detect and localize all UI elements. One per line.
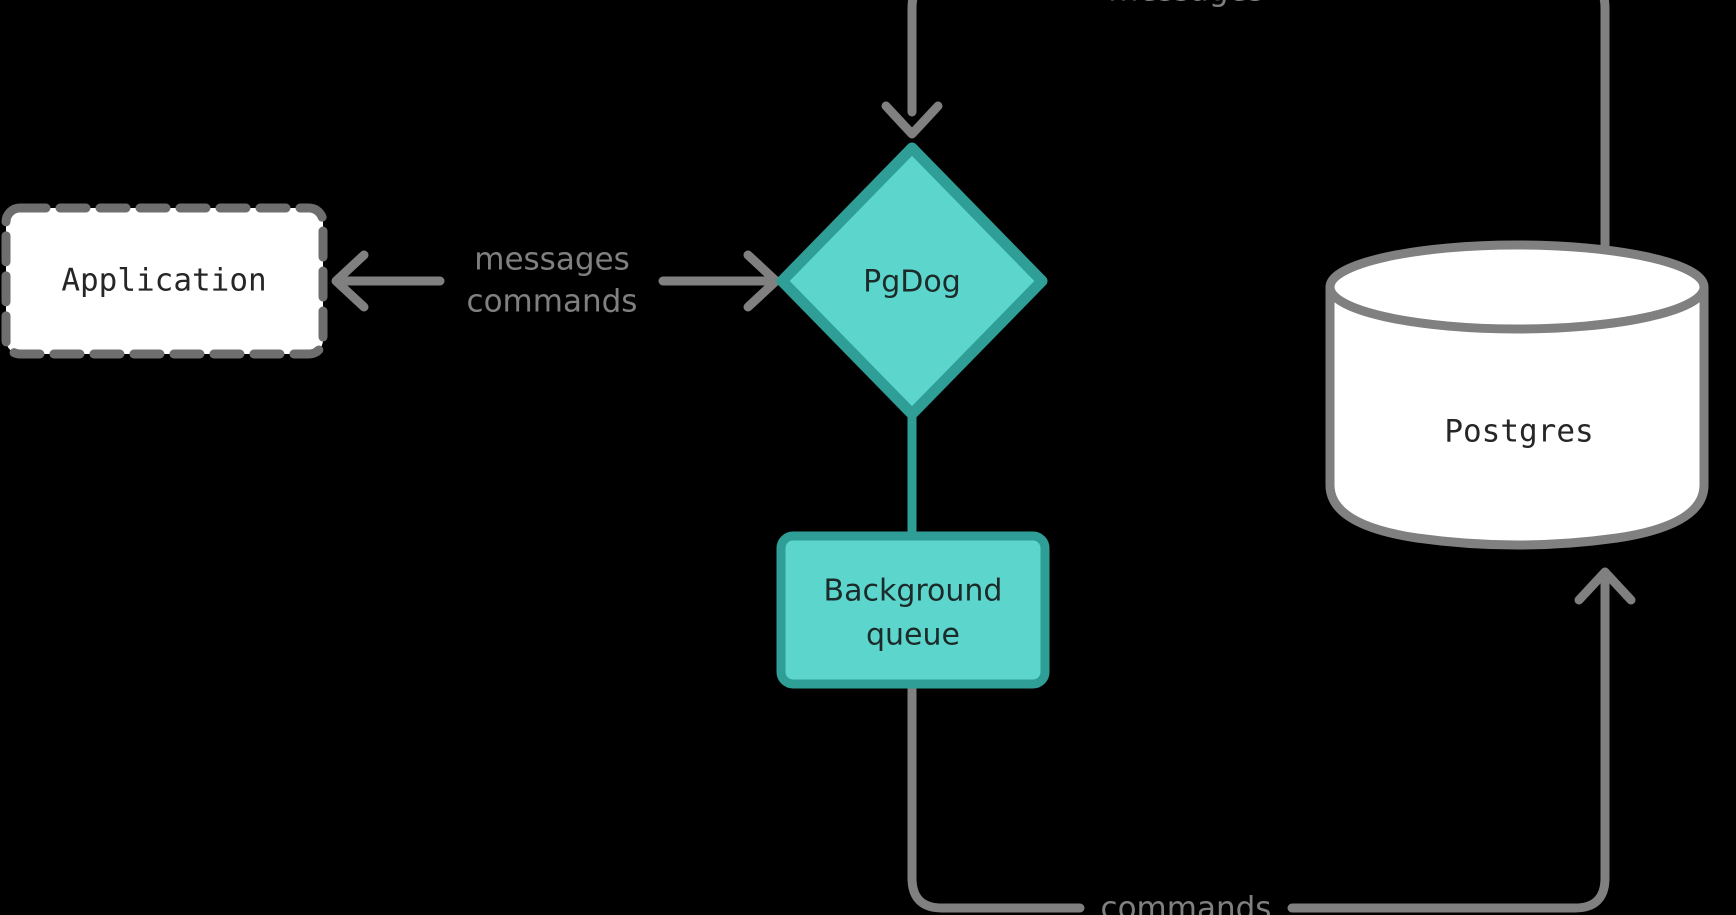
- arrowhead-left-icon: [331, 250, 369, 312]
- pgdog-label: PgDog: [863, 265, 961, 300]
- edge-line-right-segment: [1599, 0, 1610, 300]
- application-label: Application: [61, 263, 266, 299]
- edge-queue-to-postgres: [907, 567, 1636, 913]
- background-queue-label-line1: Background: [824, 574, 1003, 609]
- edge-label-queue-to-postgres: commands: [1101, 891, 1272, 915]
- edge-label-commands-bottom: commands: [1101, 891, 1272, 915]
- edge-label-messages-top: messages: [1108, 0, 1263, 9]
- edge-label-messages: messages: [474, 242, 629, 278]
- edge-line-bottom-right-segment: [1287, 573, 1610, 913]
- postgres-cylinder-top[interactable]: [1325, 240, 1709, 334]
- node-postgres[interactable]: Postgres: [1325, 240, 1709, 550]
- postgres-cylinder-body[interactable]: [1325, 287, 1709, 550]
- node-pgdog[interactable]: PgDog: [776, 142, 1048, 420]
- node-background-queue[interactable]: Background queue: [776, 531, 1050, 689]
- background-queue-box[interactable]: [776, 531, 1050, 689]
- pgdog-diamond[interactable]: [776, 142, 1048, 420]
- edge-application-to-pgdog: [331, 250, 781, 312]
- edge-postgres-to-pgdog: [881, 0, 1610, 300]
- arrowhead-right-icon: [743, 250, 781, 312]
- edge-line-bottom-left-segment: [907, 683, 1085, 913]
- edge-line-left-segment: [907, 0, 918, 117]
- postgres-label: Postgres: [1444, 414, 1593, 450]
- edge-label-commands: commands: [467, 284, 638, 320]
- background-queue-label-line2: queue: [866, 618, 960, 653]
- edge-label-application-to-pgdog: messages commands: [467, 242, 638, 320]
- arrowhead-down-icon: [881, 101, 943, 139]
- application-box[interactable]: [1, 203, 328, 359]
- arrowhead-up-icon: [1574, 567, 1636, 605]
- edge-label-postgres-to-pgdog: messages: [1108, 0, 1263, 9]
- node-application[interactable]: Application: [1, 203, 328, 359]
